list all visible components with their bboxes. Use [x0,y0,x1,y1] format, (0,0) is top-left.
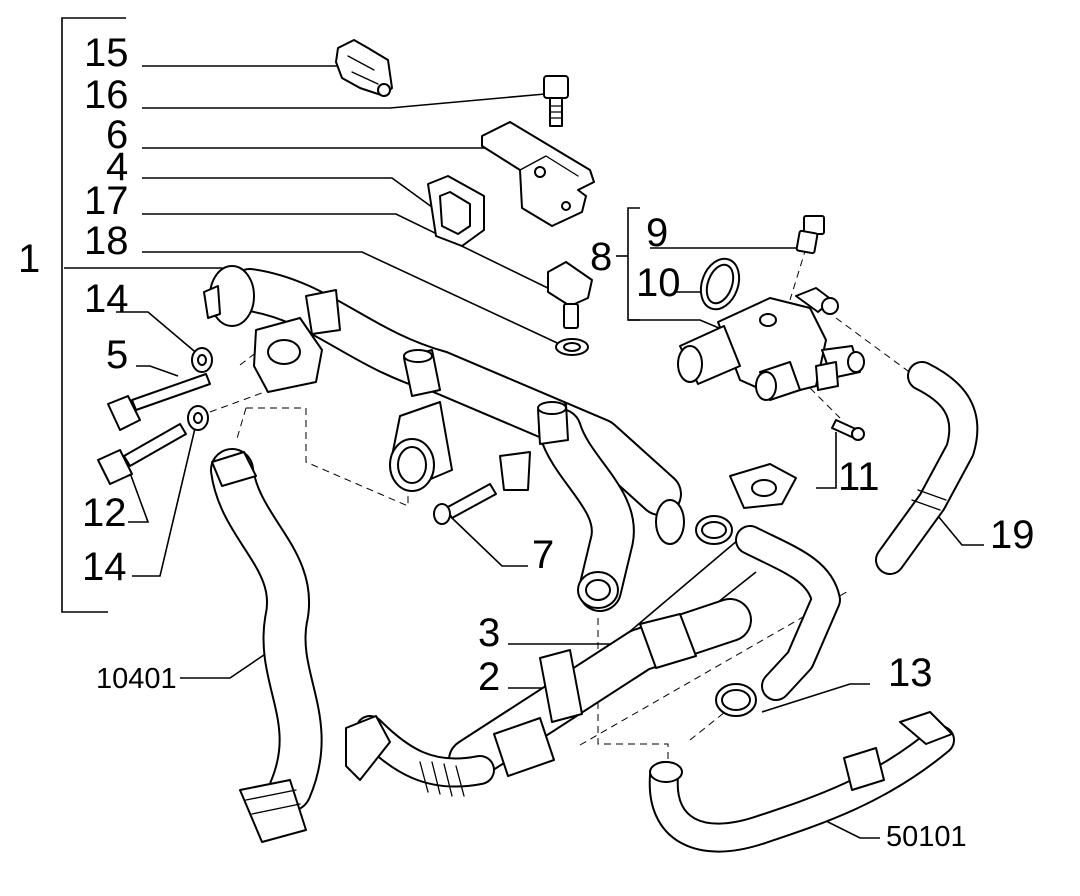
part-18-washer [555,338,589,356]
callout-14-bottom: 14 [82,545,127,589]
part-11-bolt [831,419,865,441]
callout-12: 12 [82,491,127,535]
part-50101-hose [648,711,955,853]
part-7-bolt [433,483,497,525]
part-8-thermostat [677,287,865,401]
parts-bolts-washers [97,347,213,485]
callout-7: 7 [532,533,554,577]
callout-11: 11 [838,455,880,499]
callout-18: 18 [84,219,129,263]
part-1-coolant-pipe [203,265,685,612]
part-10401-hose [210,448,323,843]
callout-3: 3 [478,611,500,655]
part-19-hose [875,361,979,575]
callout-14-top: 14 [84,277,129,321]
part-4-gasket [427,175,485,247]
callout-labels: 15 16 6 4 17 18 1 14 5 12 14 9 8 10 11 1… [18,31,1035,853]
callout-4: 4 [106,145,128,189]
callout-10: 10 [636,261,681,305]
callout-13: 13 [888,651,933,695]
callout-10401: 10401 [96,663,177,695]
callout-2: 2 [478,655,500,699]
callout-16: 16 [84,73,129,117]
callout-6: 6 [106,113,128,157]
part-16-bolt [543,75,569,127]
group-bracket [61,17,126,613]
part-2-3-egr-assembly [345,463,841,797]
callout-19: 19 [990,513,1035,557]
part-17-plug [547,261,593,329]
part-15-sensor [335,39,393,97]
callout-50101: 50101 [886,821,967,853]
callout-5: 5 [106,333,128,377]
callout-9: 9 [646,211,668,255]
part-6-bracket [481,121,595,227]
part-9-screw [795,215,825,255]
callout-15: 15 [84,31,129,75]
callout-8: 8 [590,235,612,279]
bracket-8 [616,207,640,321]
callout-17: 17 [84,179,129,223]
callout-1: 1 [18,237,40,281]
part-10-oring [699,257,741,311]
